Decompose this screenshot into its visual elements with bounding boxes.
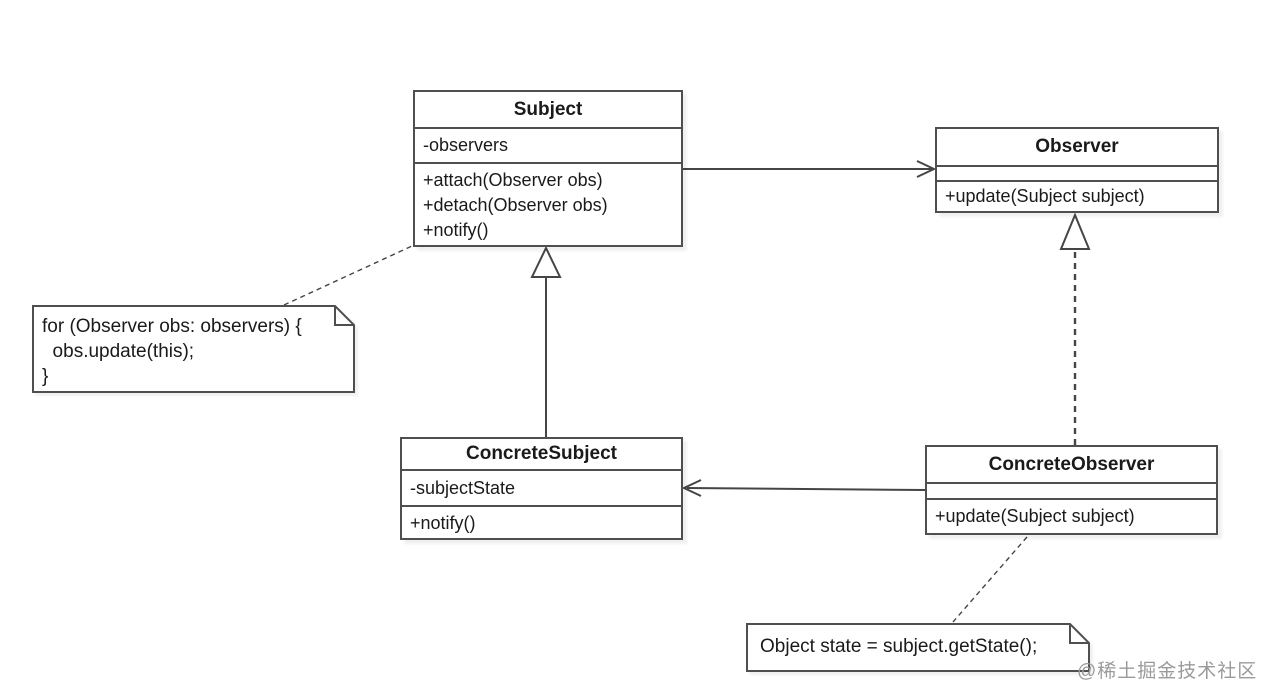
open-arrowhead-icon [916, 160, 937, 178]
methods-section: +update(Subject subject) [927, 498, 1216, 533]
note-outline [32, 305, 355, 393]
method-detach: +detach(Observer obs) [423, 195, 608, 215]
class-box-concrete-subject: ConcreteSubject -subjectState +notify() [400, 437, 683, 540]
note-for-loop: for (Observer obs: observers) { obs.upda… [32, 305, 355, 393]
note-attachment-getstate-to-concreteobserver [952, 536, 1028, 623]
method-notify: +notify() [423, 220, 489, 240]
class-title-subject: Subject [513, 98, 583, 120]
hollow-triangle-icon [530, 245, 562, 278]
methods-section: +attach(Observer obs) +detach(Observer o… [415, 162, 681, 247]
note-line: obs.update(this); [42, 341, 195, 362]
attributes-section-empty [927, 482, 1216, 498]
attributes-section: -observers [415, 127, 681, 162]
attribute-observers: -observers [423, 135, 509, 155]
open-arrowhead-icon [681, 479, 702, 497]
hollow-triangle-icon [1059, 212, 1091, 250]
note-line: Object state = subject.getState(); [760, 636, 1038, 657]
attributes-section-empty [937, 165, 1217, 180]
class-box-subject: Subject -observers +attach(Observer obs)… [413, 90, 683, 247]
note-attachment-forloop-to-subject [283, 245, 413, 306]
note-line: for (Observer obs: observers) { [42, 316, 302, 337]
generalization-concretesubject-to-subject [530, 245, 562, 437]
methods-section: +update(Subject subject) [937, 180, 1217, 211]
method-attach: +attach(Observer obs) [423, 170, 603, 190]
method-update: +update(Subject subject) [935, 506, 1135, 526]
methods-section: +notify() [402, 505, 681, 540]
method-notify: +notify() [410, 513, 476, 533]
class-box-observer: Observer +update(Subject subject) [935, 127, 1219, 213]
class-box-concrete-observer: ConcreteObserver +update(Subject subject… [925, 445, 1218, 535]
attribute-subject-state: -subjectState [410, 477, 516, 498]
note-outline [746, 623, 1090, 672]
class-title-concrete-subject: ConcreteSubject [466, 443, 617, 464]
note-line: } [42, 366, 49, 387]
association-concreteobserver-to-concretesubject [681, 479, 926, 497]
note-get-state: Object state = subject.getState(); [746, 623, 1090, 672]
method-update: +update(Subject subject) [945, 186, 1145, 206]
watermark-text: @稀土掘金技术社区 [1077, 661, 1258, 682]
class-title-observer: Observer [1035, 136, 1119, 157]
dog-ear-icon [1069, 624, 1089, 644]
dog-ear-icon [334, 306, 354, 326]
association-subject-to-observer [683, 160, 937, 178]
realization-concreteobserver-to-observer [1059, 212, 1091, 445]
attributes-section: -subjectState [402, 469, 681, 505]
class-title-concrete-observer: ConcreteObserver [988, 453, 1155, 475]
